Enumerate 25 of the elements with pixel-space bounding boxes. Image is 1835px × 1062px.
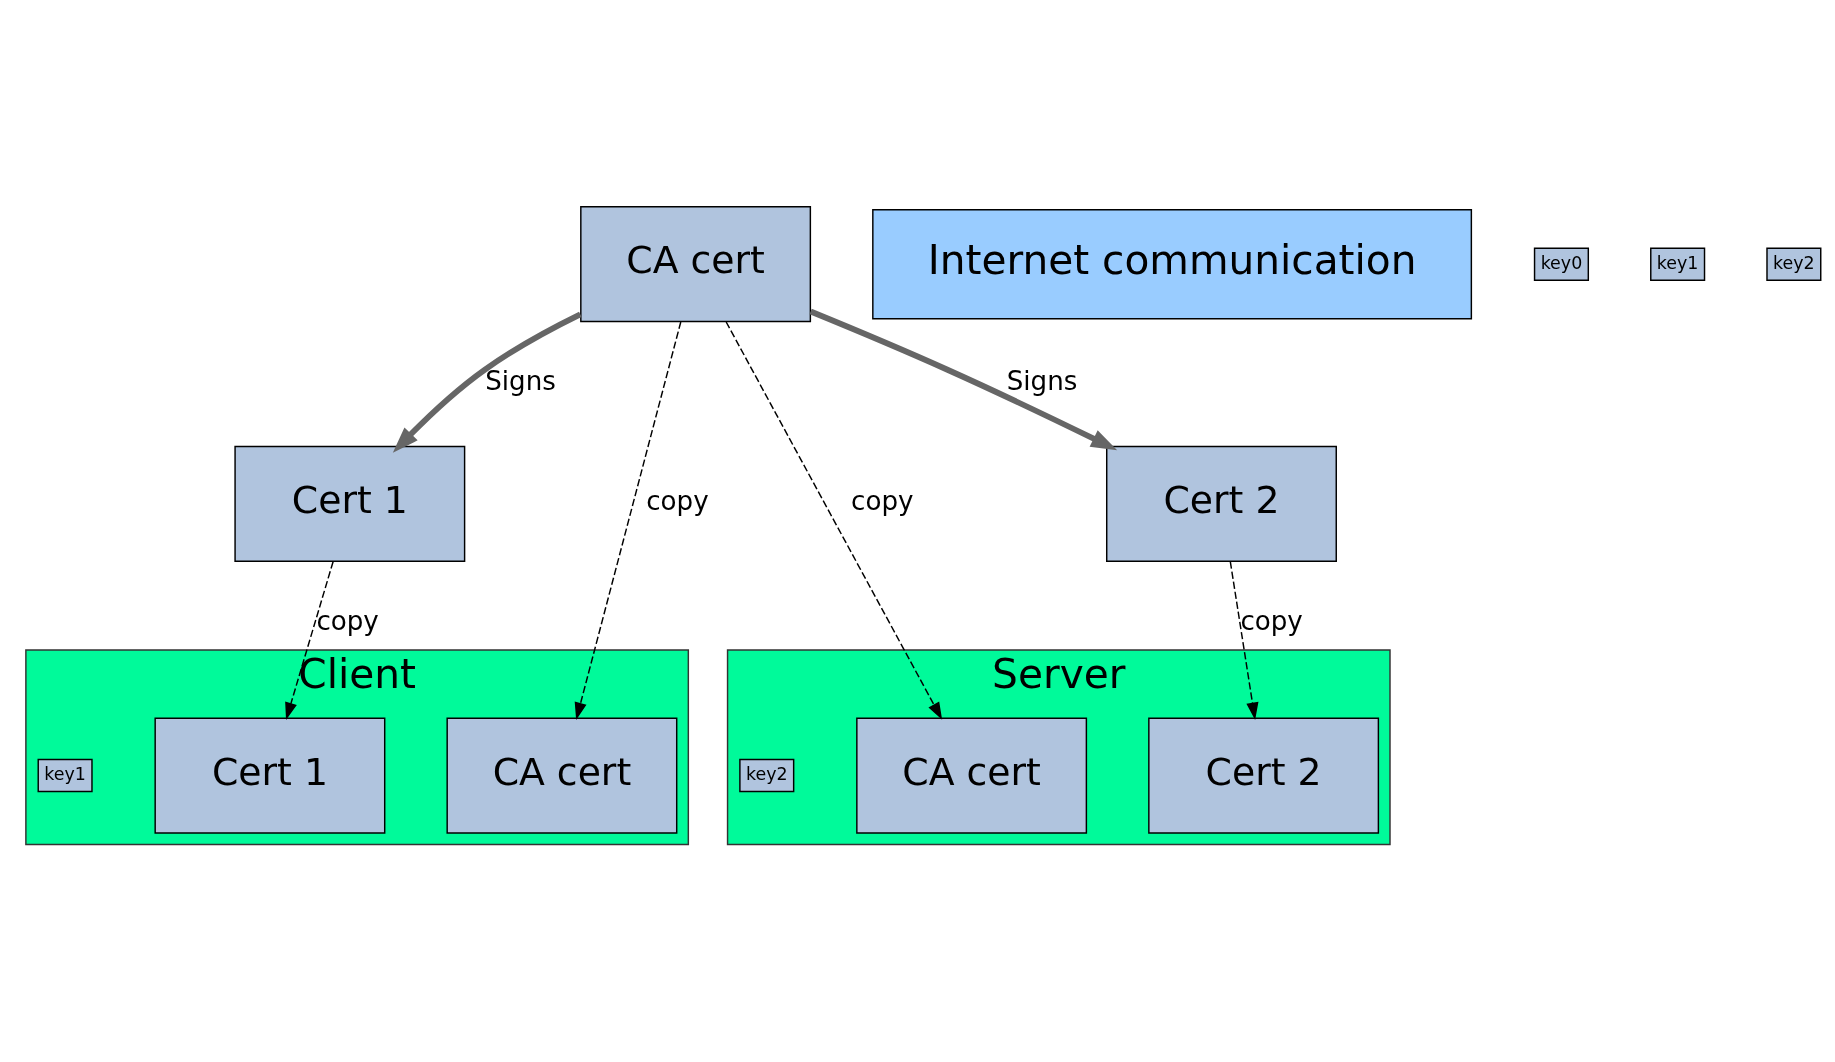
node-box: CA cert	[856, 716, 1088, 834]
node-box: key0	[1533, 247, 1590, 281]
edge-label: Signs	[485, 365, 556, 396]
edge-label: copy	[851, 485, 914, 516]
arrow	[725, 320, 943, 720]
arrow	[392, 311, 582, 453]
node-box: Cert 1	[154, 716, 386, 834]
node-box: CA cert	[446, 716, 678, 834]
edge-label: copy	[1240, 605, 1303, 636]
edge-label: copy	[646, 485, 709, 516]
arrow	[285, 560, 334, 720]
arrow	[1229, 560, 1259, 720]
node-box: Cert 2	[1106, 445, 1337, 562]
edge-label: copy	[316, 605, 379, 636]
edge-label: Signs	[1006, 365, 1078, 396]
node-box: key2	[1766, 247, 1822, 281]
node-box: CA cert	[580, 205, 812, 322]
arrow	[809, 308, 1118, 450]
node-box: Internet communication	[872, 208, 1473, 319]
node-box: Cert 2	[1148, 716, 1380, 834]
node-box: key1	[1650, 247, 1706, 281]
node-box: key2	[739, 758, 795, 792]
node-box: Cert 1	[234, 445, 466, 562]
arrow	[574, 320, 682, 720]
node-box: key1	[37, 758, 93, 792]
